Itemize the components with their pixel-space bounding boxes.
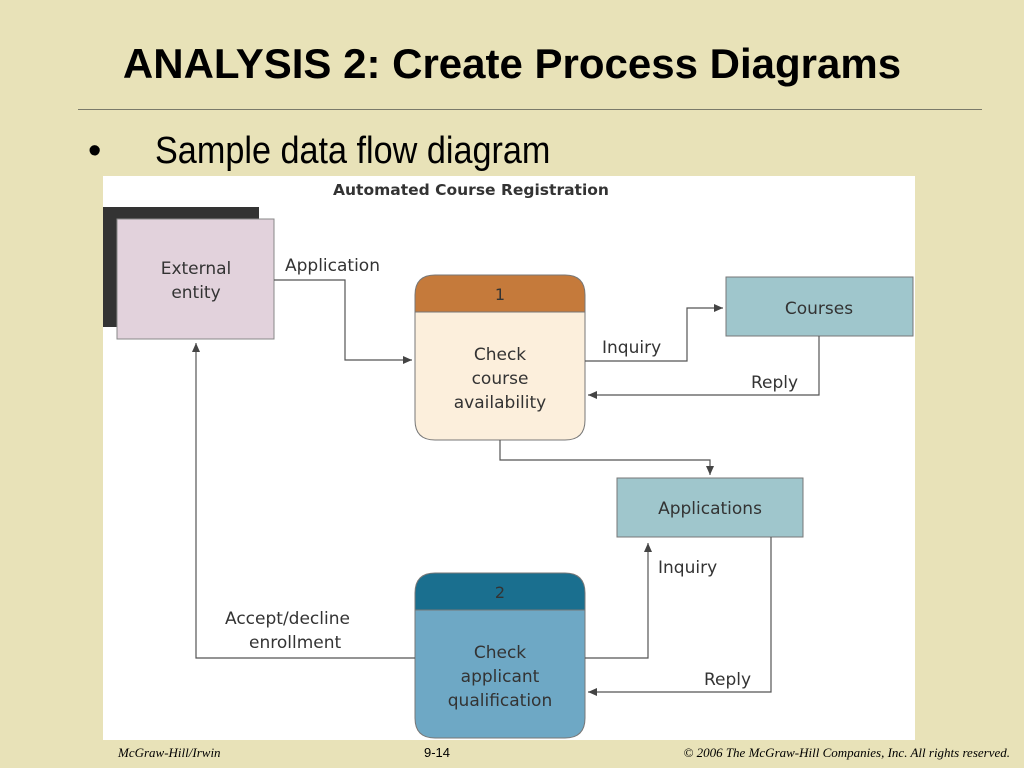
process-1-header <box>414 274 586 313</box>
slide-title: ANALYSIS 2: Create Process Diagrams <box>122 40 902 87</box>
flow-inquiry-applications-arrow <box>585 543 652 659</box>
flow-application-label: Application <box>285 256 380 276</box>
flow-reply-applications-arrow <box>588 537 772 696</box>
process-1-label-line3: availability <box>454 393 546 413</box>
store-courses: Courses <box>725 276 914 337</box>
process-2-header <box>414 572 586 611</box>
flow-inquiry-courses-label: Inquiry <box>602 338 661 358</box>
process-2-label-line3: qualification <box>448 691 552 711</box>
flow-accept-decline-label-line2: enrollment <box>249 633 341 653</box>
process-1-number: 1 <box>495 285 505 304</box>
process-1-label-line2: course <box>472 369 529 389</box>
flow-inquiry-courses-arrow <box>585 304 723 362</box>
entity-label-line1: External <box>161 259 232 279</box>
process-1: 1 Check course availability <box>414 274 586 441</box>
flow-reply-applications-label: Reply <box>704 670 751 690</box>
process-1-body <box>414 307 586 441</box>
entity-label-line2: entity <box>171 283 220 303</box>
bullet-symbol: • <box>88 130 102 172</box>
store-applications: Applications <box>616 477 804 538</box>
flow-application-arrow <box>274 279 412 364</box>
process-2-number: 2 <box>495 583 505 602</box>
title-divider <box>78 109 982 110</box>
footer-copyright: © 2006 The McGraw-Hill Companies, Inc. A… <box>683 745 1010 760</box>
diagram-canvas: Automated Course Registration External e… <box>103 181 914 739</box>
store-courses-label: Courses <box>785 299 853 319</box>
flow-reply-courses-label: Reply <box>751 373 798 393</box>
flow-accept-decline-arrow <box>192 343 415 659</box>
process-2-body <box>414 605 586 739</box>
process-2-label-line2: applicant <box>461 667 540 687</box>
bullet-text: Sample data flow diagram <box>155 130 551 172</box>
flow-inquiry-applications-label: Inquiry <box>658 558 717 578</box>
diagram-title: Automated Course Registration <box>333 181 609 199</box>
process-2-label-line1: Check <box>474 643 526 663</box>
flow-reply-courses-arrow <box>588 336 820 399</box>
process-1-label-line1: Check <box>474 345 526 365</box>
process-2: 2 Check applicant qualification <box>414 572 586 739</box>
store-applications-label: Applications <box>658 499 762 519</box>
entity-box <box>116 218 275 340</box>
store-applications-box <box>616 477 804 538</box>
external-entity: External entity <box>103 207 275 340</box>
footer-page-number: 9-14 <box>424 745 451 760</box>
flow-process1-to-applications-arrow <box>499 440 714 475</box>
data-flow-diagram: Automated Course Registration External e… <box>103 176 915 740</box>
flow-accept-decline-label-line1: Accept/decline <box>225 609 350 629</box>
footer-publisher: McGraw-Hill/Irwin <box>118 745 221 760</box>
